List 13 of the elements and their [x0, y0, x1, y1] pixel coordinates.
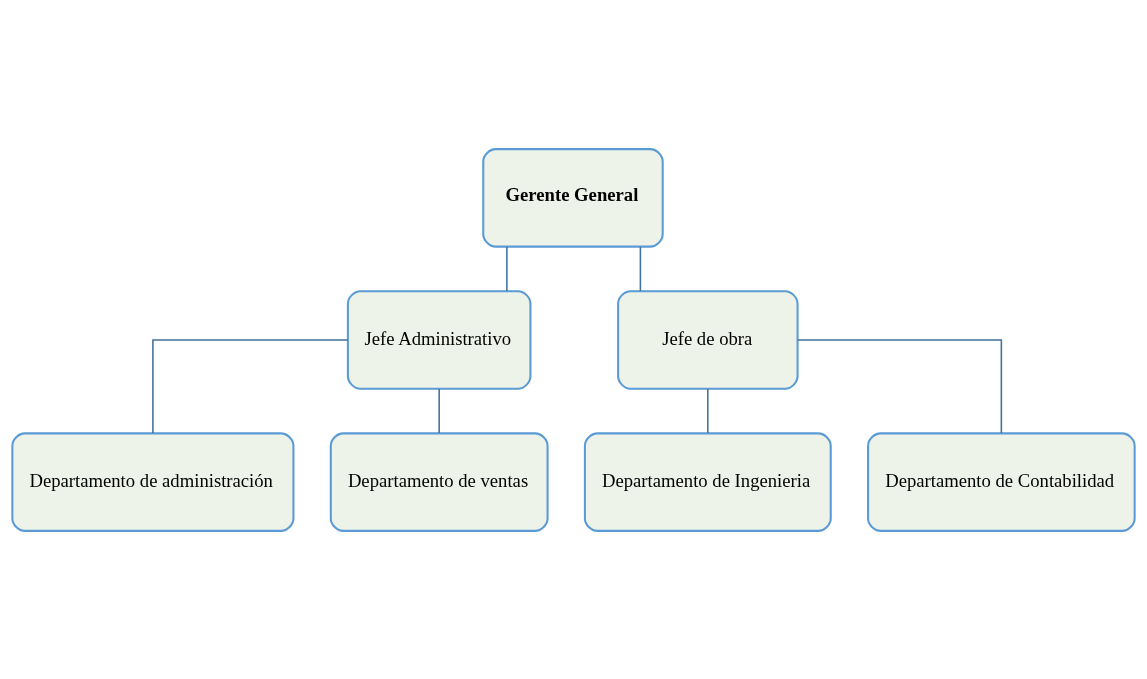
- node-box: Jefe de obra: [617, 289, 799, 390]
- node-box: Gerente General: [482, 147, 664, 248]
- connector: [707, 387, 709, 434]
- node-box: Departamento de administración: [11, 431, 295, 532]
- connector: [797, 338, 1003, 434]
- connector: [506, 245, 508, 292]
- node-box: Departamento de ventas: [329, 431, 549, 532]
- connector: [639, 245, 642, 292]
- node-box: Departamento de Contabilidad: [867, 431, 1136, 532]
- node-box: Jefe Administrativo: [346, 289, 532, 390]
- node-box: Departamento de Ingenieria: [583, 431, 832, 532]
- connector: [152, 338, 349, 434]
- connector: [438, 387, 440, 434]
